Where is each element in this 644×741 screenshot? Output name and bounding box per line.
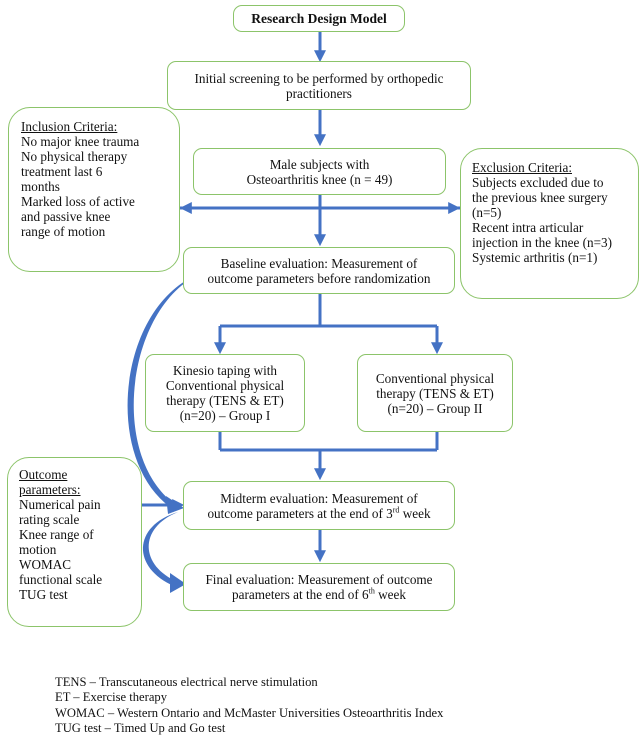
screening-box: Initial screening to be performed by ort…	[167, 61, 471, 110]
group2-line: therapy (TENS & ET)	[376, 385, 494, 401]
midterm-line-1: Midterm evaluation: Measurement of	[220, 490, 418, 506]
exclusion-item: Recent intra articular	[472, 220, 584, 235]
inclusion-criteria-box: Inclusion Criteria: No major knee trauma…	[8, 107, 180, 272]
exclusion-item: Systemic arthritis (n=1)	[472, 250, 598, 265]
legend-item: TUG test – Timed Up and Go test	[55, 721, 226, 736]
outcome-heading: Outcome	[19, 467, 68, 482]
subjects-line-1: Male subjects with	[269, 156, 370, 172]
final-line-1: Final evaluation: Measurement of outcome	[205, 572, 433, 587]
legend-item: WOMAC – Western Ontario and McMaster Uni…	[55, 705, 444, 720]
exclusion-item: Subjects excluded due to	[472, 175, 604, 190]
arrowhead-midterm-to-final	[170, 573, 186, 593]
arrowhead-baseline-to-midterm	[166, 496, 184, 514]
group1-line: therapy (TENS & ET)	[166, 393, 284, 408]
exclusion-item: (n=5)	[472, 205, 502, 220]
inclusion-item: No physical therapy	[21, 149, 128, 164]
midterm-line-2-end: week	[399, 505, 431, 521]
group2-line: Conventional physical	[375, 370, 495, 386]
group2-line: (n=20) – Group II	[387, 400, 483, 416]
outcome-heading: parameters:	[19, 482, 81, 497]
inclusion-item: and passive knee	[21, 209, 111, 224]
subjects-box: Male subjects with Osteoarthritis knee (…	[193, 148, 446, 195]
midterm-evaluation-box: Midterm evaluation: Measurement of outco…	[183, 481, 455, 530]
outcome-parameters-box: Outcome parameters: Numerical pain ratin…	[7, 457, 142, 627]
curved-arrow-baseline-to-midterm	[127, 272, 205, 507]
baseline-line-1: Baseline evaluation: Measurement of	[220, 255, 418, 271]
outcome-item: motion	[19, 542, 57, 557]
abbreviation-legend: TENS – Transcutaneous electrical nerve s…	[55, 675, 443, 737]
group-2-box: Conventional physical therapy (TENS & ET…	[357, 354, 513, 432]
curved-arrow-midterm-to-final	[142, 512, 178, 586]
screening-line-2: practitioners	[286, 85, 352, 101]
inclusion-item: range of motion	[21, 224, 106, 239]
exclusion-criteria-box: Exclusion Criteria: Subjects excluded du…	[460, 148, 639, 299]
group1-line: (n=20) – Group I	[179, 408, 271, 423]
legend-item: TENS – Transcutaneous electrical nerve s…	[55, 675, 318, 689]
inclusion-item: No major knee trauma	[21, 134, 140, 149]
final-ordinal: th	[368, 586, 375, 596]
inclusion-item: treatment last 6	[21, 164, 103, 179]
exclusion-item: the previous knee surgery	[472, 190, 608, 205]
final-line-2: parameters at the end of 6th week	[232, 587, 406, 602]
outcome-item: functional scale	[19, 572, 103, 587]
subjects-line-2: Osteoarthritis knee (n = 49)	[246, 171, 393, 187]
exclusion-heading: Exclusion Criteria:	[472, 160, 572, 175]
midterm-line-2-text: outcome parameters at the end of 3	[207, 505, 393, 521]
screening-line-1: Initial screening to be performed by ort…	[194, 70, 444, 86]
inclusion-heading: Inclusion Criteria:	[21, 119, 118, 134]
outcome-item: TUG test	[19, 587, 68, 602]
outcome-item: Numerical pain	[19, 497, 101, 512]
baseline-line-2: outcome parameters before randomization	[207, 270, 431, 286]
midterm-ordinal: rd	[392, 505, 400, 515]
inclusion-item: months	[21, 179, 60, 194]
final-evaluation-box: Final evaluation: Measurement of outcome…	[183, 563, 455, 611]
group1-line: Conventional physical	[165, 378, 285, 393]
baseline-evaluation-box: Baseline evaluation: Measurement of outc…	[183, 247, 455, 294]
final-line-2-text: parameters at the end of 6	[232, 587, 369, 602]
inclusion-item: Marked loss of active	[21, 194, 135, 209]
outcome-item: WOMAC	[19, 557, 72, 572]
group1-line: Kinesio taping with	[172, 363, 278, 378]
diagram-title: Research Design Model	[251, 11, 387, 26]
outcome-item: rating scale	[19, 512, 80, 527]
title-box: Research Design Model	[233, 5, 405, 32]
final-line-2-end: week	[374, 587, 406, 602]
group-1-box: Kinesio taping with Conventional physica…	[145, 354, 305, 432]
exclusion-item: injection in the knee (n=3)	[472, 235, 613, 250]
outcome-item: Knee range of	[19, 527, 94, 542]
midterm-line-2: outcome parameters at the end of 3rd wee…	[207, 506, 430, 521]
legend-item: ET – Exercise therapy	[55, 690, 168, 705]
